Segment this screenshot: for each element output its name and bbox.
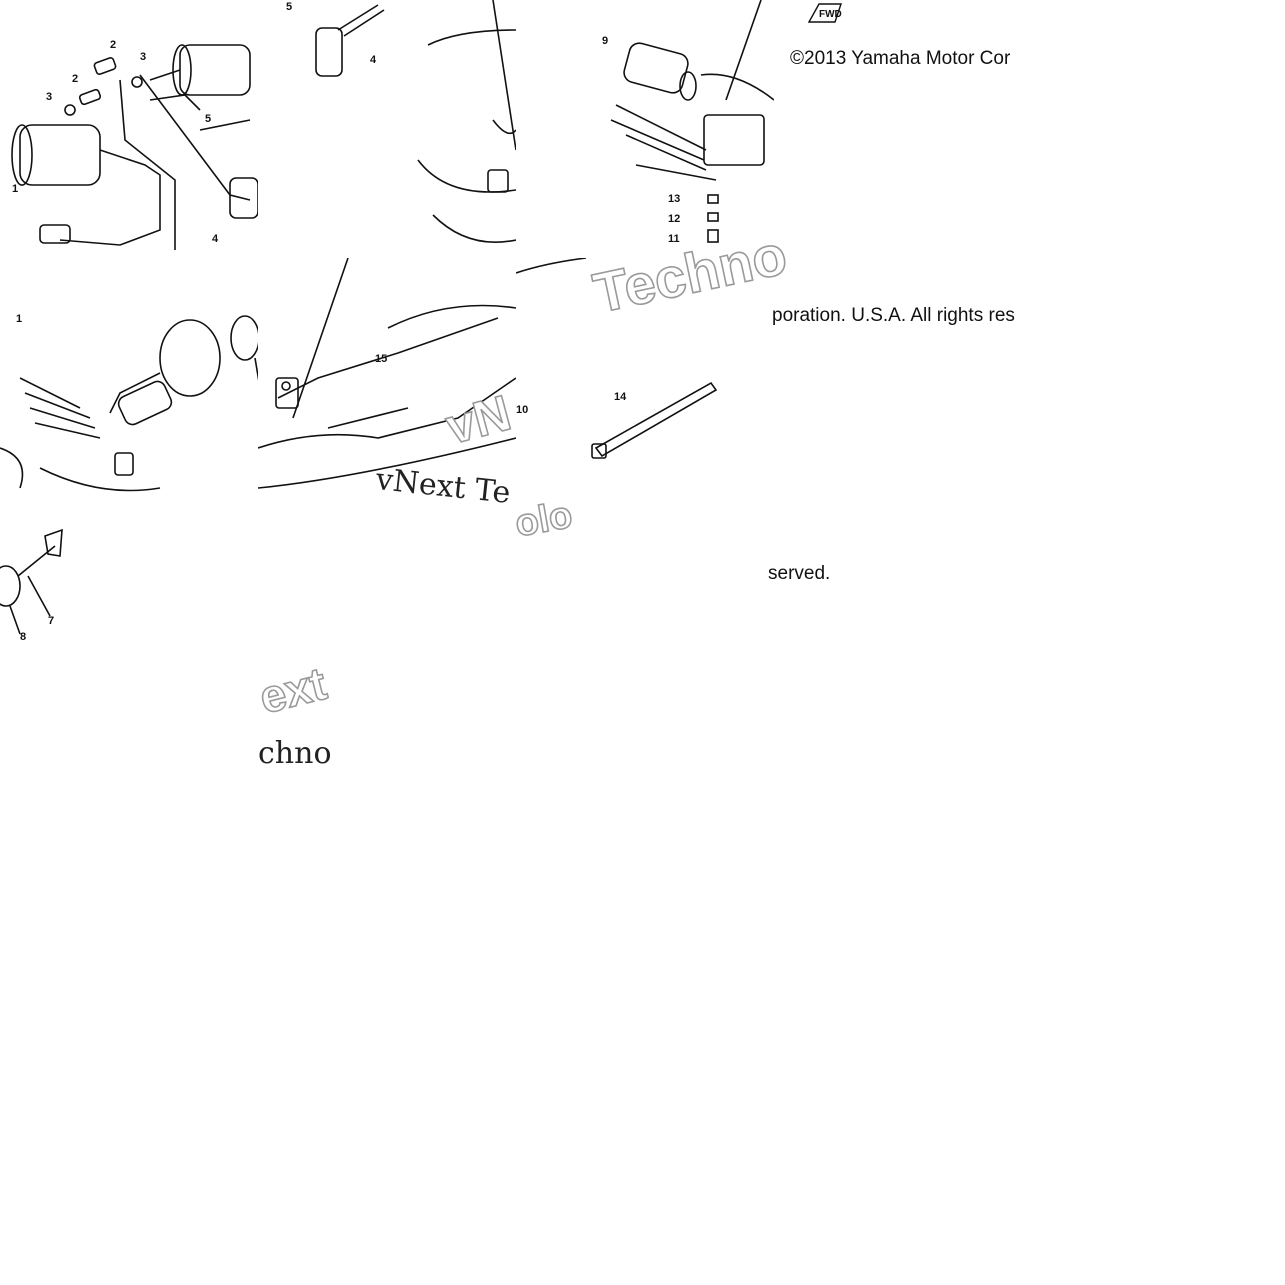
callout-label: 3: [140, 51, 146, 63]
forward-arrow-icon: FWD: [805, 0, 845, 26]
diagram-tile-cdi-unit: 9 13 12 11: [516, 0, 774, 258]
cdi-unit-drawing: 9 13 12 11: [602, 0, 774, 245]
callout-label: 10: [516, 404, 528, 416]
plug-cap-drawing: 5 4: [286, 0, 516, 243]
callout-label: 5: [286, 1, 292, 13]
watermark-ext-fragment: ext: [253, 656, 332, 724]
diagram-tile-lamp-bulb: 8 7: [0, 516, 80, 656]
copyright-part-1: ©2013 Yamaha Motor Cor: [790, 48, 1011, 69]
copyright-part-3: served.: [768, 563, 831, 584]
callout-label: 2: [72, 73, 78, 85]
callout-label: 2: [110, 39, 116, 51]
callout-label: 12: [668, 213, 680, 225]
lamp-bulb-drawing: 8 7: [0, 528, 63, 643]
diagram-tile-strap: 10 14: [516, 258, 774, 516]
bracket-drawing: 15: [258, 258, 516, 489]
callout-label: 4: [212, 233, 219, 245]
copyright-part-2: poration. U.S.A. All rights res: [772, 305, 1015, 326]
callout-label: 1: [12, 183, 18, 195]
watermark-olo-fragment: olo: [511, 493, 576, 546]
callout-label: 3: [46, 91, 52, 103]
callout-label: 14: [614, 391, 627, 403]
callout-label: 15: [375, 353, 387, 365]
diagram-tile-bracket: 15: [258, 258, 516, 516]
tail-lamp-drawing: 1: [0, 313, 258, 492]
fwd-label: FWD: [819, 9, 842, 20]
strap-drawing: 10 14: [516, 258, 718, 459]
diagram-tile-plug-cap: 5 4: [258, 0, 516, 258]
ignition-coil-drawing: 2 3 2 3 1 5 4: [11, 39, 258, 250]
callout-label: 8: [20, 631, 26, 643]
watermark-chno-fragment: chno: [258, 736, 332, 771]
callout-label: 11: [668, 233, 680, 245]
callout-label: 9: [602, 35, 608, 47]
callout-label: 5: [205, 113, 211, 125]
callout-label: 1: [16, 313, 22, 325]
callout-label: 7: [48, 615, 54, 627]
diagram-tile-ignition-coils: 2 3 2 3 1 5 4: [0, 0, 258, 258]
diagram-tile-tail-lamp: 1: [0, 258, 258, 516]
callout-label: 4: [370, 54, 377, 66]
callout-label: 13: [668, 193, 680, 205]
